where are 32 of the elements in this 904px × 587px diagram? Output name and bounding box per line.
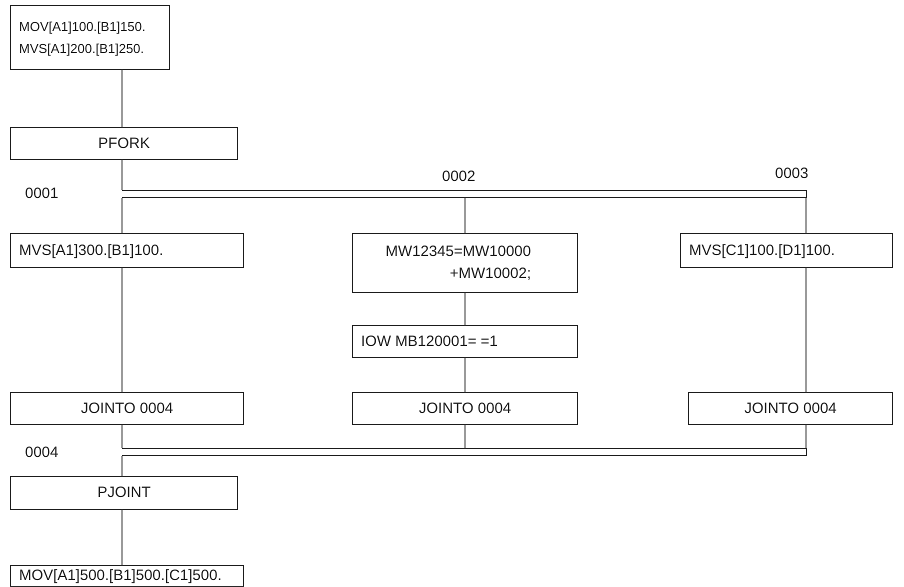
step-text: MW12345=MW10000 +MW10002;: [384, 242, 531, 284]
step-text: MOV[A1]500.[B1]500.[C1]500.: [19, 567, 222, 585]
step-text: IOW MB120001= =1: [361, 332, 498, 352]
step-text: PFORK: [98, 134, 150, 154]
connector-line: [464, 198, 466, 234]
process-box: [688, 392, 893, 425]
step-text: JOINTO 0004: [418, 398, 512, 418]
branch-number: 0001: [25, 185, 58, 202]
process-box: [680, 233, 893, 268]
step-text: JOINTO 0004: [80, 398, 174, 418]
step-text: MOV[A1]100.[B1]150. MVS[A1]200.[B1]250.: [19, 18, 146, 58]
process-box: [10, 233, 244, 268]
connector-line: [464, 292, 466, 326]
step-text: JOINTO 0004: [744, 398, 837, 418]
process-box: [10, 5, 170, 70]
connector-line: [464, 358, 466, 392]
step-text: MVS[C1]100.[D1]100.: [689, 240, 835, 260]
process-box: [10, 565, 244, 587]
process-box: [352, 233, 578, 293]
branch-number: 0002: [442, 168, 476, 185]
parallel-bar: [122, 448, 807, 456]
process-box: [10, 392, 244, 425]
step-text: MVS[A1]300.[B1]100.: [19, 240, 164, 260]
parallel-bar: [122, 190, 807, 198]
process-box: [352, 392, 578, 425]
step-text: PJOINT: [97, 483, 151, 503]
connector-line: [464, 424, 466, 448]
branch-number: 0004: [25, 444, 58, 461]
process-box: [10, 476, 238, 510]
process-box: [352, 325, 578, 358]
process-box: [10, 127, 238, 160]
branch-number: 0003: [775, 165, 808, 182]
